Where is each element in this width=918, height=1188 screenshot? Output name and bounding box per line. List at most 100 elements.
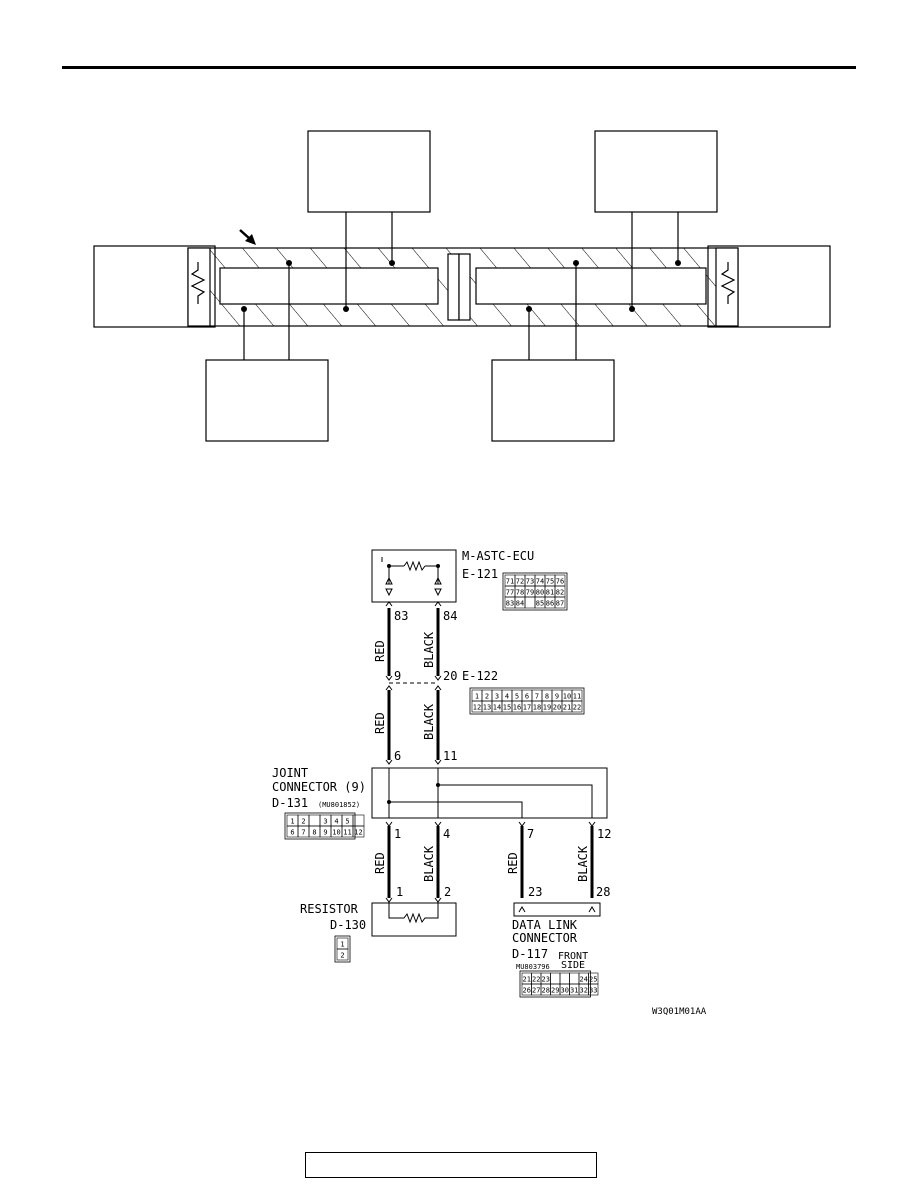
connector-pin-label: 85	[536, 600, 544, 608]
joint-part-number: (MU801852)	[318, 801, 360, 809]
harness-inner-left	[219, 267, 439, 305]
e122-pin-a: 9	[394, 669, 401, 683]
connector-pin-label: 33	[589, 987, 597, 995]
connector-pin-label: 86	[546, 600, 554, 608]
termination-right	[715, 247, 739, 327]
branch-nodes	[241, 260, 681, 312]
connector-pin-label: 21	[563, 704, 571, 712]
joint-pin-out-d: 12	[597, 827, 611, 841]
resistor-box	[371, 902, 457, 937]
connector-pin-label: 87	[556, 600, 564, 608]
connector-pin-label: 25	[589, 976, 597, 984]
connector-pin-cell	[571, 700, 583, 713]
harness-joint-right	[458, 253, 471, 321]
ecu-connector-id: E-121	[462, 567, 498, 581]
connector-pin-cell	[588, 983, 599, 996]
connector-pin-label: 3	[323, 818, 327, 826]
joint-pin-out-a: 1	[394, 827, 401, 841]
connector-pin-label: 8	[312, 829, 316, 837]
wire-color-black: BLACK	[422, 631, 436, 668]
connector-pin-cell	[524, 596, 536, 609]
wire-color-black: BLACK	[422, 845, 436, 882]
connector-pin-label: 84	[516, 600, 524, 608]
wire-color-black: BLACK	[422, 703, 436, 740]
connector-pin-label: 5	[515, 693, 519, 701]
connector-pin-label: 79	[526, 589, 534, 597]
connector-pin-label: 26	[523, 987, 531, 995]
connector-pin-cell	[336, 948, 349, 961]
connector-outline	[502, 572, 568, 611]
connector-pin-label: 13	[483, 704, 491, 712]
connector-pin-label: 2	[485, 693, 489, 701]
dlc-pin-a: 23	[528, 885, 542, 899]
connector-pin-label: 22	[532, 976, 540, 984]
resistor-symbol	[388, 902, 439, 924]
connector-pin-label: 7	[301, 829, 305, 837]
wire-color-red: RED	[506, 852, 520, 874]
resistor-connector-id: D-130	[330, 918, 366, 932]
joint-pin-out-b: 4	[443, 827, 450, 841]
connector-pin-label: 78	[516, 589, 524, 597]
connector-pin-label: 16	[513, 704, 521, 712]
connector-pin-label: 1	[340, 941, 344, 949]
joint-connector-box	[371, 767, 608, 819]
ecu-name: M-ASTC-ECU	[462, 549, 534, 563]
connector-pin-label: 20	[553, 704, 561, 712]
dlc-label-line1: DATA LINK	[512, 918, 578, 932]
connector-pin-label: 82	[556, 589, 564, 597]
ecu-pin-a: 83	[394, 609, 408, 623]
wire-color-black: BLACK	[576, 845, 590, 882]
resistor-name: RESISTOR	[300, 902, 359, 916]
joint-label-line2: CONNECTOR (9)	[272, 780, 366, 794]
connector-pin-label: 23	[542, 976, 550, 984]
resistor-connector-face: 12	[334, 935, 351, 963]
connector-pin-label: 80	[536, 589, 544, 597]
connector-pin-label: 8	[545, 693, 549, 701]
connector-pin-label: 32	[580, 987, 588, 995]
wire-color-red: RED	[373, 640, 387, 662]
dlc-pin-b: 28	[596, 885, 610, 899]
harness-inner-right	[475, 267, 707, 305]
connector-pin-label: 75	[546, 578, 554, 586]
connector-pin-label: 6	[525, 693, 529, 701]
connector-pin-label: 76	[556, 578, 564, 586]
connector-outline	[334, 935, 351, 963]
connector-pin-label: 3	[495, 693, 499, 701]
connector-pin-cell	[554, 596, 566, 609]
block-right-end	[707, 245, 831, 328]
connector-pin-label: 21	[523, 976, 531, 984]
can-bus-block-diagram	[93, 130, 831, 442]
resistor-pin-b: 2	[444, 885, 451, 899]
header-rule	[62, 66, 856, 69]
figure-code: W3Q01M01AA	[652, 1007, 707, 1017]
wire-color-red: RED	[373, 712, 387, 734]
dlc-connector-id: D-117	[512, 947, 548, 961]
ecu-box	[371, 549, 457, 603]
connector-pin-label: 9	[555, 693, 559, 701]
connector-pin-label: 2	[340, 952, 344, 960]
connector-pin-label: 12	[473, 704, 481, 712]
resistor-pin-a: 1	[396, 885, 403, 899]
connector-pin-label: 29	[551, 987, 559, 995]
dlc-view-line2: SIDE	[561, 960, 585, 971]
joint-connector-id: D-131	[272, 796, 308, 810]
connector-pin-label: 28	[542, 987, 550, 995]
connector-pin-label: 10	[563, 693, 571, 701]
dlc-label-line2: CONNECTOR	[512, 931, 578, 945]
connector-pin-label: 7	[535, 693, 539, 701]
joint-label-line1: JOINT	[272, 766, 308, 780]
branch-lines	[243, 212, 679, 360]
connector-pin-label: 9	[323, 829, 327, 837]
wire-color-red: RED	[373, 852, 387, 874]
e122-connector-id: E-122	[462, 669, 498, 683]
connector-pin-label: 22	[573, 704, 581, 712]
pointer-arrow-icon	[239, 229, 256, 245]
connector-pin-label: 74	[536, 578, 544, 586]
joint-pin-in-a: 6	[394, 749, 401, 763]
block-top-right	[594, 130, 718, 213]
